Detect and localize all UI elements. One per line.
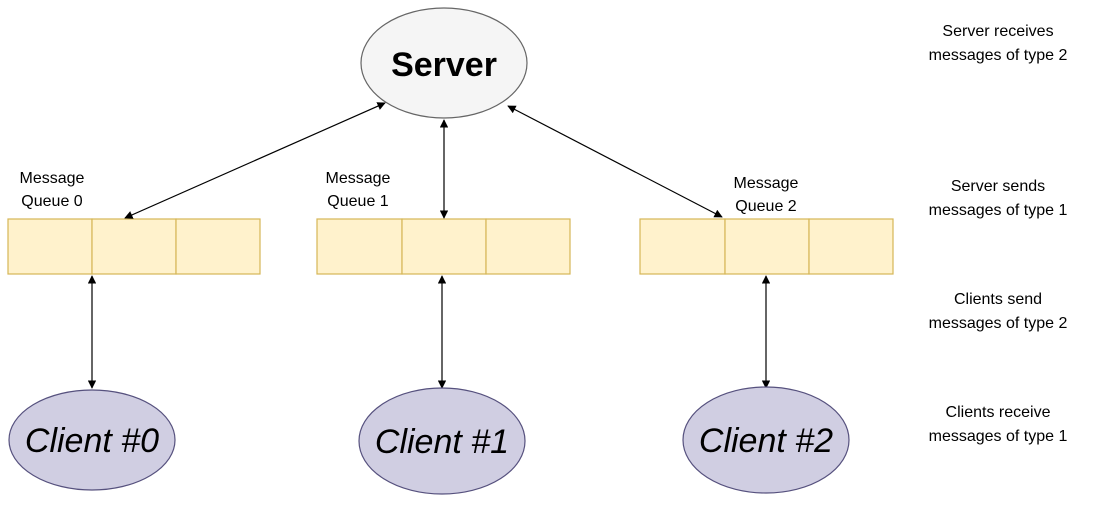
client-2-node[interactable]: Client #2	[682, 386, 850, 494]
queue-0-label-line2: Queue 0	[21, 193, 82, 210]
arrow-server-queue-0	[124, 102, 386, 219]
note-clients-send: Clients send messages of type 2	[929, 291, 1068, 332]
note-1-line2: messages of type 1	[929, 202, 1068, 219]
message-queue-0[interactable]: Message Queue 0	[7, 170, 261, 275]
message-queue-2[interactable]: Message Queue 2	[639, 175, 894, 275]
client-0-ellipse	[8, 389, 176, 491]
note-2-line2: messages of type 2	[929, 315, 1068, 332]
client-1-ellipse	[358, 387, 526, 495]
queue-1-slot-1	[401, 218, 487, 275]
client-2-ellipse	[682, 386, 850, 494]
queue-1-slot-2	[485, 218, 571, 275]
queue-1-slot-0	[316, 218, 403, 275]
note-3-line1: Clients receive	[946, 404, 1051, 421]
note-server-sends: Server sends messages of type 1	[929, 178, 1068, 219]
server-label: Server	[391, 46, 497, 84]
arrow-server-queue-2	[507, 105, 723, 218]
queue-0-label-line1: Message	[20, 170, 85, 187]
client-0-node[interactable]: Client #0	[8, 389, 176, 491]
client-2-label: Client #2	[699, 422, 833, 460]
queue-0-slot-0	[7, 218, 93, 275]
queue-2-slot-2	[808, 218, 894, 275]
server-ellipse	[360, 7, 528, 119]
server-node[interactable]: Server	[360, 7, 528, 119]
note-1-line1: Server sends	[951, 178, 1045, 195]
client-0-label: Client #0	[25, 422, 159, 460]
note-3-line2: messages of type 1	[929, 428, 1068, 445]
queue-2-label-line2: Queue 2	[735, 198, 796, 215]
queue-2-slot-0	[639, 218, 726, 275]
note-server-receives: Server receives messages of type 2	[929, 23, 1068, 64]
note-2-line1: Clients send	[954, 291, 1042, 308]
client-1-label: Client #1	[375, 423, 509, 461]
queue-2-label-line1: Message	[734, 175, 799, 192]
queue-2-slot-1	[724, 218, 810, 275]
queue-1-label-line2: Queue 1	[327, 193, 388, 210]
note-clients-receive: Clients receive messages of type 1	[929, 404, 1068, 445]
note-0-line2: messages of type 2	[929, 47, 1068, 64]
queue-0-slot-2	[175, 218, 261, 275]
queue-0-slot-1	[91, 218, 177, 275]
queue-1-label-line1: Message	[326, 170, 391, 187]
note-0-line1: Server receives	[942, 23, 1053, 40]
client-1-node[interactable]: Client #1	[358, 387, 526, 495]
